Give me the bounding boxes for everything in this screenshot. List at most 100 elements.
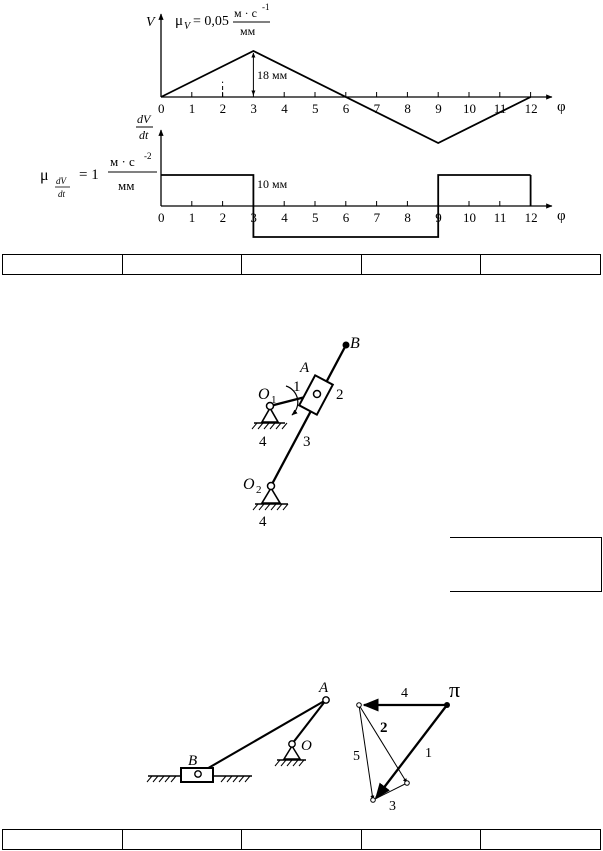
rotation-arrow-icon — [285, 385, 299, 416]
graph1-tick-label: 12 — [525, 101, 538, 116]
answer-cell[interactable] — [121, 254, 243, 275]
label-v1: 1 — [425, 746, 432, 761]
answer-cell[interactable] — [241, 829, 362, 850]
graph1-tick-label: 0 — [158, 101, 165, 116]
answer-cell[interactable] — [480, 829, 601, 850]
answer-cell[interactable] — [121, 829, 243, 850]
support-o1 — [251, 401, 288, 430]
answer-cell[interactable] — [360, 829, 482, 850]
graph1-scale-mu: μ — [175, 13, 183, 29]
graph2-level-label: 10 мм — [257, 177, 288, 191]
graph1-scale-num: м · с — [234, 6, 257, 20]
graph2-y-label-num: dV — [137, 112, 152, 126]
label-link-3: 3 — [303, 434, 311, 450]
vector-5 — [358, 704, 375, 801]
graph2-tick-label: 3 — [250, 210, 257, 225]
label-ground-bottom: 4 — [259, 514, 267, 530]
graph2-tick-label: 12 — [525, 210, 538, 225]
label-b2: B — [188, 753, 197, 769]
answer-table-bottom — [2, 829, 601, 850]
graph2-tick-label: 0 — [158, 210, 165, 225]
answer-cell[interactable] — [480, 254, 601, 275]
graph1-tick-label: 5 — [312, 101, 319, 116]
graph2-tick-label: 5 — [312, 210, 319, 225]
label-o1-sub: 1 — [271, 394, 277, 406]
connecting-rod-ba — [197, 699, 327, 775]
graph2-scale-mu: μ — [40, 167, 49, 184]
label-o2-sub: 2 — [256, 484, 262, 496]
joint-b — [194, 770, 202, 778]
graph1-tick-label: 9 — [435, 101, 442, 116]
graph2-tick-label: 7 — [374, 210, 381, 225]
graph2-y-label-den: dt — [139, 128, 149, 142]
mechanism-2: A O B — [146, 680, 330, 783]
graph1-tick-label: 1 — [189, 101, 196, 116]
graph1-scale-sub: V — [184, 21, 192, 32]
table-row — [2, 829, 601, 850]
label-pi: π — [449, 677, 460, 702]
graph1-peak-label: 18 мм — [257, 68, 288, 82]
graph1-tick-label: 6 — [343, 101, 350, 116]
graph1-scale-eq: = 0,05 — [193, 14, 229, 29]
label-link-2: 2 — [336, 387, 344, 403]
graph1-tick-label: 7 — [374, 101, 381, 116]
answer-cell[interactable] — [241, 254, 362, 275]
graph2-tick-label: 9 — [435, 210, 442, 225]
graph2-scale-exp: -2 — [144, 151, 152, 161]
graph1-tick-label: 3 — [250, 101, 257, 116]
joint-o1 — [265, 401, 275, 411]
label-b: B — [350, 335, 360, 352]
label-ground-top: 4 — [259, 434, 267, 450]
graph1-tick-label: 4 — [281, 101, 288, 116]
graph1-x-label: φ — [557, 99, 566, 115]
answer-box[interactable] — [450, 537, 602, 592]
velocity-plan: π 4 2 1 5 3 — [353, 677, 460, 814]
label-o1: O — [258, 386, 270, 403]
graph2-scale-num: м · с — [110, 154, 135, 169]
graph1-tick-label: 10 — [463, 101, 476, 116]
plan-point-a — [356, 702, 362, 708]
label-v3: 3 — [389, 799, 396, 814]
graph2-tick-label: 4 — [281, 210, 288, 225]
plan-point-b — [370, 797, 376, 803]
mechanism-1: B A O 1 1 2 3 4 O 2 4 — [243, 335, 360, 530]
label-v4: 4 — [401, 686, 408, 701]
answer-cell[interactable] — [2, 254, 123, 275]
graph2-tick-label: 10 — [463, 210, 476, 225]
label-link-1: 1 — [293, 379, 301, 395]
graph2-tick-label: 6 — [343, 210, 350, 225]
graph2-tick-label: 11 — [494, 210, 507, 225]
graph2-acceleration-line — [161, 174, 531, 238]
label-v2: 2 — [380, 720, 388, 736]
graph2-scale-sub-den: dt — [58, 189, 66, 199]
joint-o — [288, 740, 296, 748]
point-b — [342, 341, 350, 349]
crank-oa — [291, 699, 327, 745]
vector-1 — [375, 704, 448, 800]
support-o2 — [252, 481, 289, 511]
graph1-tick-label: 11 — [494, 101, 507, 116]
label-v5: 5 — [353, 749, 360, 764]
graph2-tick-label: 2 — [220, 210, 227, 225]
label-a: A — [299, 360, 310, 376]
joint-o2 — [266, 481, 276, 491]
graph2-tick-label: 1 — [189, 210, 196, 225]
graph2-x-label: φ — [557, 208, 566, 224]
vector-3 — [372, 782, 408, 801]
answer-table-top — [2, 254, 601, 275]
graph1-tick-label: 8 — [404, 101, 411, 116]
graph2-scale-sub-num: dV — [56, 176, 68, 186]
answer-cell[interactable] — [360, 254, 482, 275]
answer-cell[interactable] — [2, 829, 123, 850]
graph2-scale-eq: = 1 — [79, 167, 99, 183]
vector-2 — [358, 704, 408, 784]
graph1-scale-exp: -1 — [262, 2, 270, 12]
label-a2: A — [318, 680, 329, 696]
graph2-scale-den: мм — [118, 178, 134, 193]
graph1-y-label: V — [146, 15, 156, 30]
link-3-rocker — [269, 344, 348, 487]
